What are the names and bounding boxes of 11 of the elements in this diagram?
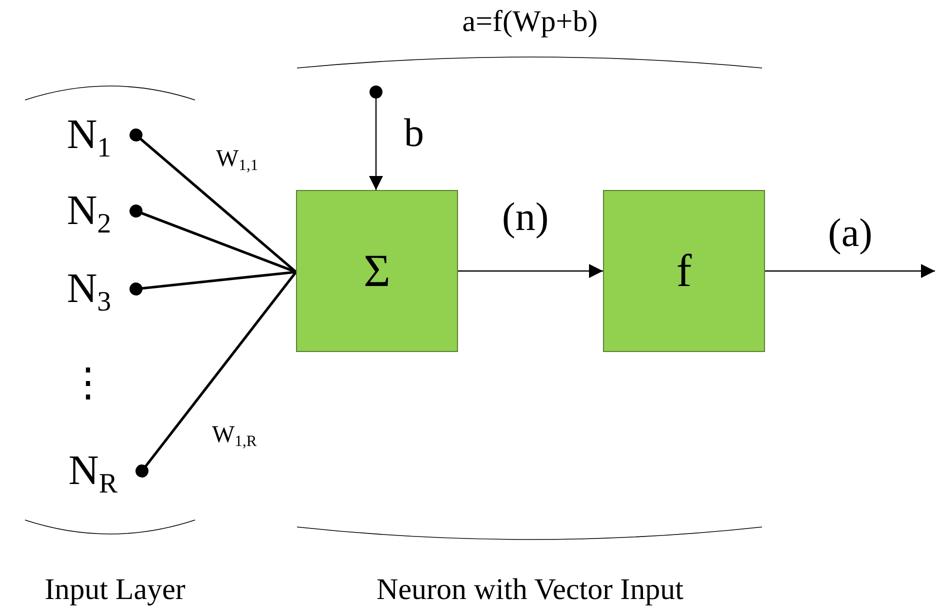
connector-arrow — [369, 86, 383, 190]
process-block — [603, 190, 765, 352]
input-node-label: N$_{1}$ — [58, 112, 120, 158]
input-node-label: N$_{3}$ — [58, 266, 120, 312]
input-node-label: N$_{R}$ — [60, 448, 126, 494]
process-block — [296, 190, 458, 352]
connector-arrow — [458, 264, 603, 278]
input-node-label: N$_{2}$ — [58, 188, 120, 234]
block-symbol: Σ — [364, 248, 390, 294]
block-symbol: f — [676, 248, 692, 294]
connector-arrow — [765, 264, 935, 278]
